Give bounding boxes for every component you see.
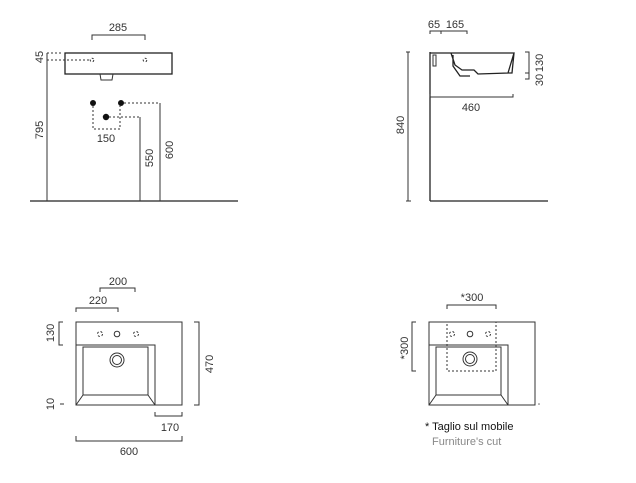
dim-150: 150 — [97, 133, 115, 145]
dim-220: 220 — [89, 295, 107, 307]
plan-view: 200 220 130 10 470 170 600 — [45, 276, 216, 458]
dim-285: 285 — [109, 22, 127, 34]
drain — [109, 352, 125, 368]
tap-hole-left — [89, 57, 95, 63]
note-italian: * Taglio sul mobile — [425, 421, 513, 433]
dim-795: 795 — [34, 121, 46, 139]
tap-hole-right — [133, 331, 139, 337]
pipe-waste — [102, 113, 110, 121]
cut-view: *300 *300 * Taglio sul mobile Furniture'… — [399, 292, 540, 448]
basin-outline — [75, 321, 183, 406]
basin-outline — [428, 321, 536, 406]
drain-tab — [99, 73, 114, 81]
dim-600: 600 — [120, 446, 138, 458]
dim-45: 45 — [34, 51, 46, 63]
dim-10: 10 — [45, 398, 57, 410]
dim-cut-width: *300 — [461, 292, 484, 304]
furniture-cut-outline — [446, 321, 497, 372]
tap-hole-right — [142, 57, 148, 63]
dim-470: 470 — [204, 355, 216, 373]
pipe-left — [90, 100, 96, 106]
pipe-right — [118, 100, 124, 106]
dim-130: 130 — [534, 54, 546, 72]
dim-460: 460 — [462, 102, 480, 114]
basin-front — [64, 52, 173, 75]
tap-hole-left — [97, 331, 103, 337]
tap-hole-center — [113, 330, 121, 338]
dim-165: 165 — [446, 19, 464, 31]
basin-section — [430, 52, 515, 77]
dim-550: 550 — [144, 149, 156, 167]
note-english: Furniture's cut — [432, 436, 501, 448]
dim-cut-depth: *300 — [399, 337, 411, 360]
dim-840: 840 — [395, 116, 407, 134]
dim-170: 170 — [161, 422, 179, 434]
dim-65: 65 — [428, 19, 440, 31]
side-view: 840 65 165 130 30 460 — [395, 19, 548, 202]
dim-130: 130 — [45, 324, 57, 342]
dim-200: 200 — [109, 276, 127, 288]
front-view: 285 45 795 150 550 600 — [30, 22, 238, 202]
drain — [462, 351, 478, 367]
dim-30: 30 — [534, 74, 546, 86]
dim-600: 600 — [164, 141, 176, 159]
